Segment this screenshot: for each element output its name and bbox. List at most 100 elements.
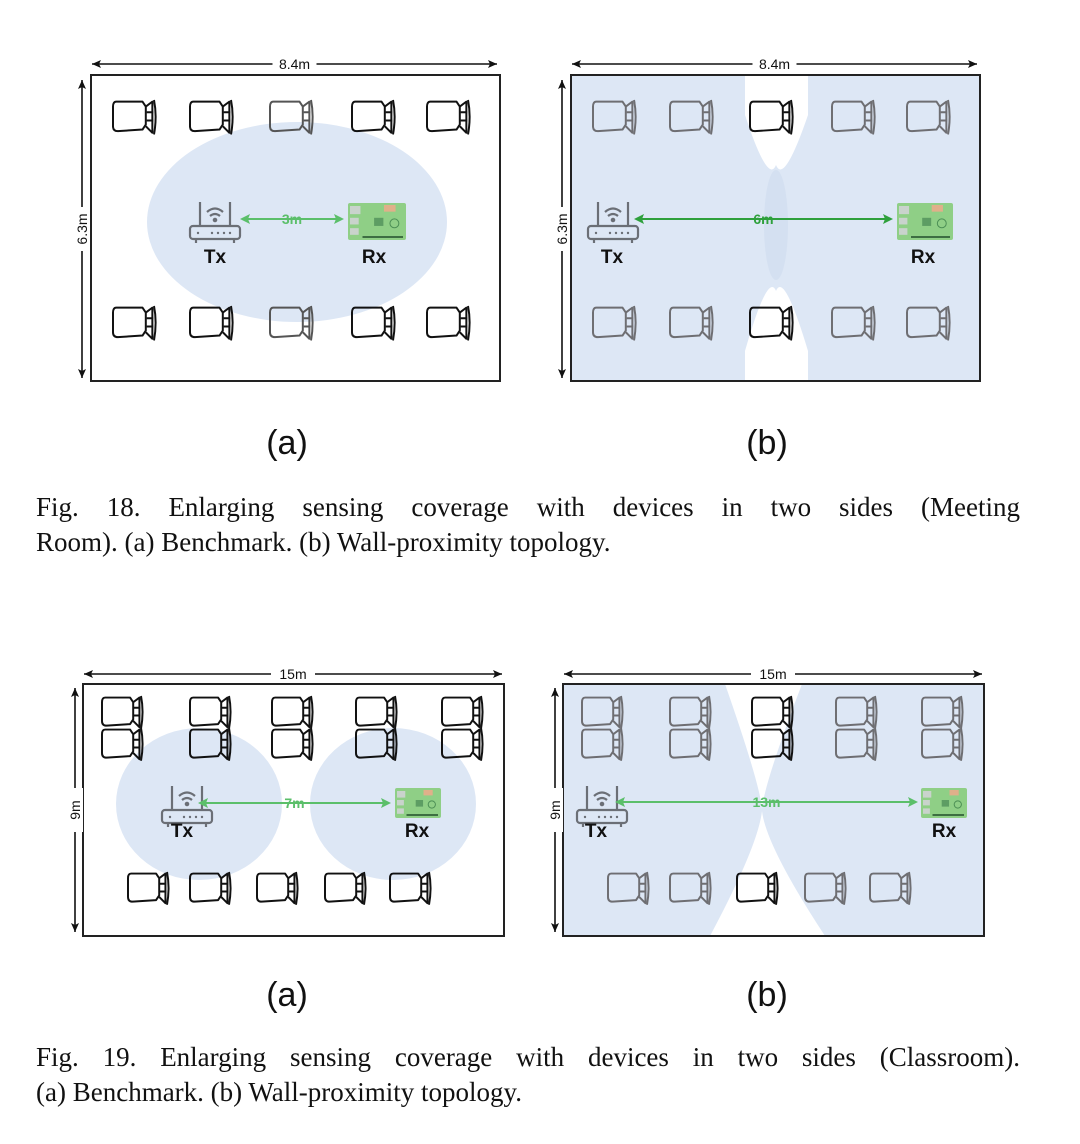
chair-icon [189,727,232,761]
width-dimension: 15m [84,666,502,682]
chair-icon [669,305,714,341]
arrowhead-icon [381,798,391,808]
chair-icon [269,99,314,135]
arrowhead-icon [71,923,79,932]
width-dimension: 8.4m [92,56,497,72]
height-dimension: 6.3m [74,80,90,378]
arrowhead-icon [558,80,566,89]
chair-icon [112,99,157,135]
coverage-area [310,728,476,880]
arrowhead-icon [493,670,502,678]
distance-label: 6m [753,211,773,227]
chair-icon [751,727,794,761]
arrowhead-icon [240,214,250,224]
room-wall [570,74,981,382]
chair-icon [835,727,878,761]
tx-label: Tx [601,247,624,268]
arrowhead-icon [615,797,625,807]
room-wall [90,74,501,382]
chair-icon [749,305,794,341]
distance-label: 7m [284,795,304,811]
arrowhead-icon [198,798,208,808]
distance-arrow: 6m [634,211,893,227]
chair-icon [581,695,624,729]
height-label: 9m [547,800,563,819]
arrowhead-icon [84,670,93,678]
chair-icon [921,695,964,729]
arrowhead-icon [564,670,573,678]
chair-icon [736,871,779,905]
distance-label: 3m [282,211,302,227]
width-dimension: 15m [564,666,982,682]
uncovered-gap [745,75,808,170]
raspberry-pi-icon [348,203,406,240]
chair-icon [906,305,951,341]
distance-label: 13m [752,794,780,810]
chair-icon [751,695,794,729]
rx-label: Rx [911,247,936,268]
width-label: 8.4m [279,56,310,72]
subfigure-label: (a) [266,424,308,462]
subfigure-label: (a) [266,976,308,1014]
caption-line: Room). (a) Benchmark. (b) Wall-proximity… [36,527,611,557]
chair-icon [669,99,714,135]
distance-arrow: 7m [198,795,391,811]
chair-icon [441,727,484,761]
arrowhead-icon [634,214,644,224]
rx-label: Rx [405,821,430,842]
chair-icon [835,695,878,729]
tx-label: Tx [171,821,194,842]
arrowhead-icon [908,797,918,807]
width-dimension: 8.4m [572,56,977,72]
chair-icon [269,305,314,341]
chair-icon [581,727,624,761]
chair-icon [669,727,712,761]
arrowhead-icon [71,688,79,697]
raspberry-pi-icon [897,203,953,240]
chair-icon [355,727,398,761]
distance-arrow: 13m [615,794,918,810]
arrowhead-icon [558,369,566,378]
chair-icon [669,695,712,729]
arrowhead-icon [572,60,581,68]
chair-icon [607,871,650,905]
height-dimension: 9m [67,688,83,932]
arrowhead-icon [92,60,101,68]
tx-label: Tx [585,821,608,842]
height-dimension: 9m [547,688,563,932]
arrowhead-icon [78,80,86,89]
height-label: 9m [67,800,83,819]
coverage-area [116,728,282,880]
subfigure-label: (b) [746,976,788,1014]
chair-icon [189,695,232,729]
caption-line: (a) Benchmark. (b) Wall-proximity topolo… [36,1077,522,1107]
height-dimension: 6.3m [554,80,570,378]
chair-icon [324,871,367,905]
chair-icon [669,871,712,905]
arrowhead-icon [78,369,86,378]
chair-icon [592,99,637,135]
chair-icon [189,99,234,135]
arrowhead-icon [883,214,893,224]
coverage-overlap [764,170,788,280]
width-label: 15m [279,666,306,682]
height-label: 6.3m [74,213,90,244]
chair-icon [749,99,794,135]
chair-icon [592,305,637,341]
chair-icon [426,99,471,135]
chair-icon [189,305,234,341]
router-icon [575,786,629,827]
chair-icon [869,871,912,905]
arrowhead-icon [973,670,982,678]
chair-icon [426,305,471,341]
width-label: 15m [759,666,786,682]
arrowhead-icon [968,60,977,68]
chair-icon [101,727,144,761]
arrowhead-icon [488,60,497,68]
raspberry-pi-icon [921,788,967,818]
